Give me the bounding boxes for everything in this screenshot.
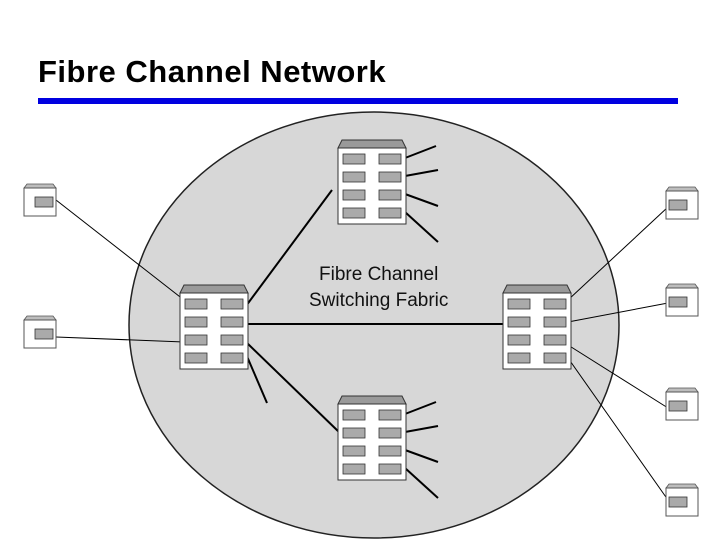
node-right-4 bbox=[665, 483, 699, 517]
cable-node-right-3 bbox=[567, 344, 669, 409]
open-ports-bottom bbox=[404, 401, 439, 499]
node-left-1 bbox=[23, 183, 57, 217]
cable-node-right-4 bbox=[567, 357, 669, 501]
cable-node-left-1 bbox=[55, 199, 185, 301]
title-rule bbox=[38, 98, 678, 104]
switch-top bbox=[337, 139, 407, 225]
node-right-1 bbox=[665, 186, 699, 220]
node-cables-right bbox=[567, 206, 669, 501]
open-ports-top bbox=[404, 145, 439, 243]
switch-left bbox=[179, 284, 249, 370]
link-left-bottom bbox=[245, 341, 341, 434]
open-ports-left bbox=[245, 353, 268, 404]
fabric-label-line2: Switching Fabric bbox=[309, 290, 448, 311]
slide-title: Fibre Channel Network bbox=[38, 54, 387, 89]
cable-node-right-2 bbox=[567, 302, 669, 323]
switch-links bbox=[245, 189, 506, 434]
switch-bottom bbox=[337, 395, 407, 481]
node-right-3 bbox=[665, 387, 699, 421]
node-left-2 bbox=[23, 315, 57, 349]
cable-node-left-2 bbox=[55, 336, 185, 343]
link-left-top bbox=[245, 189, 333, 307]
node-right-2 bbox=[665, 283, 699, 317]
cable-node-right-1 bbox=[567, 206, 669, 301]
switch-right bbox=[502, 284, 572, 370]
fabric-label-line1: Fibre Channel bbox=[319, 264, 438, 285]
node-cables-left bbox=[55, 199, 185, 343]
